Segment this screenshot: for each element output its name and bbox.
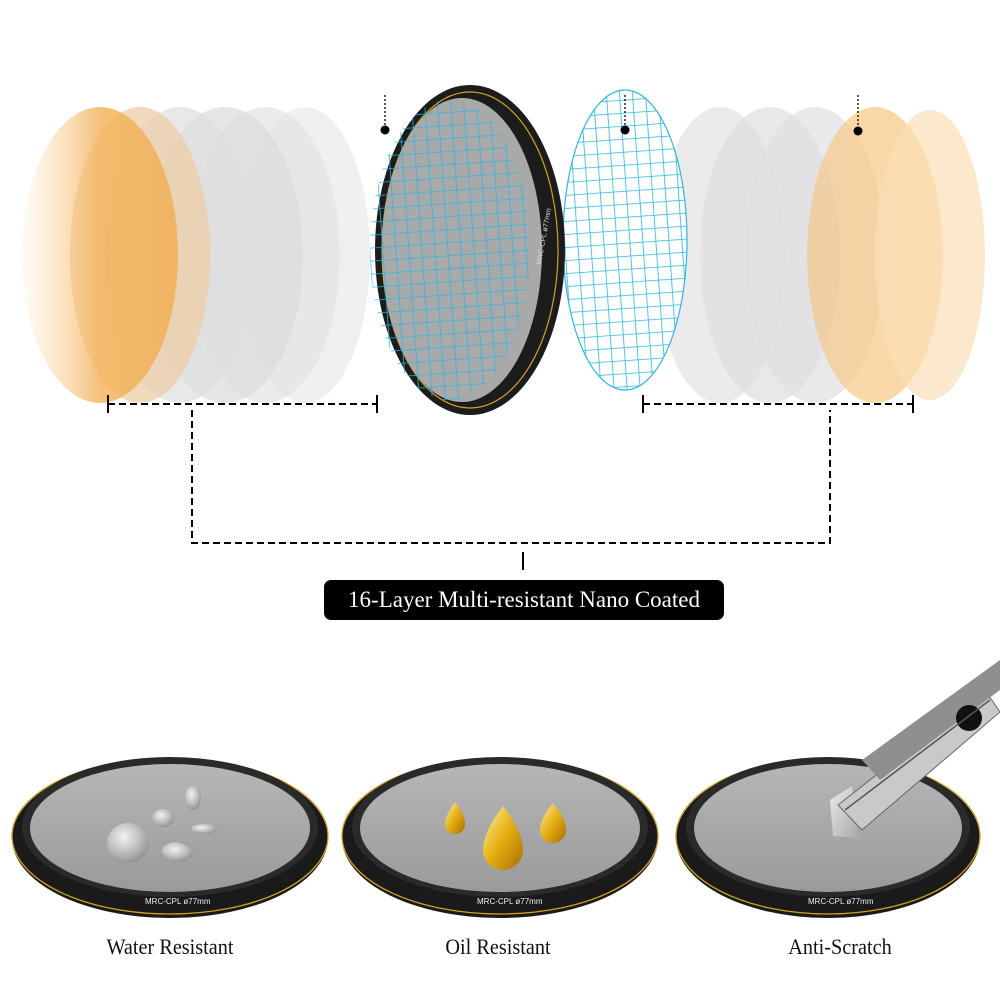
feature-caption-water: Water Resistant (106, 934, 234, 959)
right-coating-layers (655, 107, 985, 403)
feature-caption-oil: Oil Resistant (445, 934, 551, 959)
lens-marking-text: MRC-CPL ø77mm (145, 897, 211, 906)
right-grid-coating (562, 89, 688, 391)
lens-marking-text: MRC-CPL ø77mm (477, 897, 543, 906)
water-droplets-icon (107, 786, 217, 863)
bracket-lines (107, 395, 914, 570)
lens-marking-text: MRC-CPL ø77mm (808, 897, 874, 906)
oil-droplets-icon (445, 802, 566, 870)
utility-knife-icon (830, 660, 1000, 838)
feature-caption-scratch: Anti-Scratch (788, 934, 892, 959)
filter-lens: MRC-CPL ø77mm (370, 85, 565, 415)
left-coating-layers (22, 107, 370, 403)
coating-banner: 16-Layer Multi-resistant Nano Coated (324, 580, 724, 620)
oil-resistant-filter: MRC-CPL ø77mm (341, 757, 659, 918)
anti-scratch-filter: MRC-CPL ø77mm (675, 660, 1000, 918)
layer-diagram: MRC-CPL ø77mm (22, 85, 985, 570)
water-resistant-filter: MRC-CPL ø77mm (11, 757, 329, 918)
leader-markers (384, 95, 859, 128)
leader-dots (380, 125, 863, 136)
